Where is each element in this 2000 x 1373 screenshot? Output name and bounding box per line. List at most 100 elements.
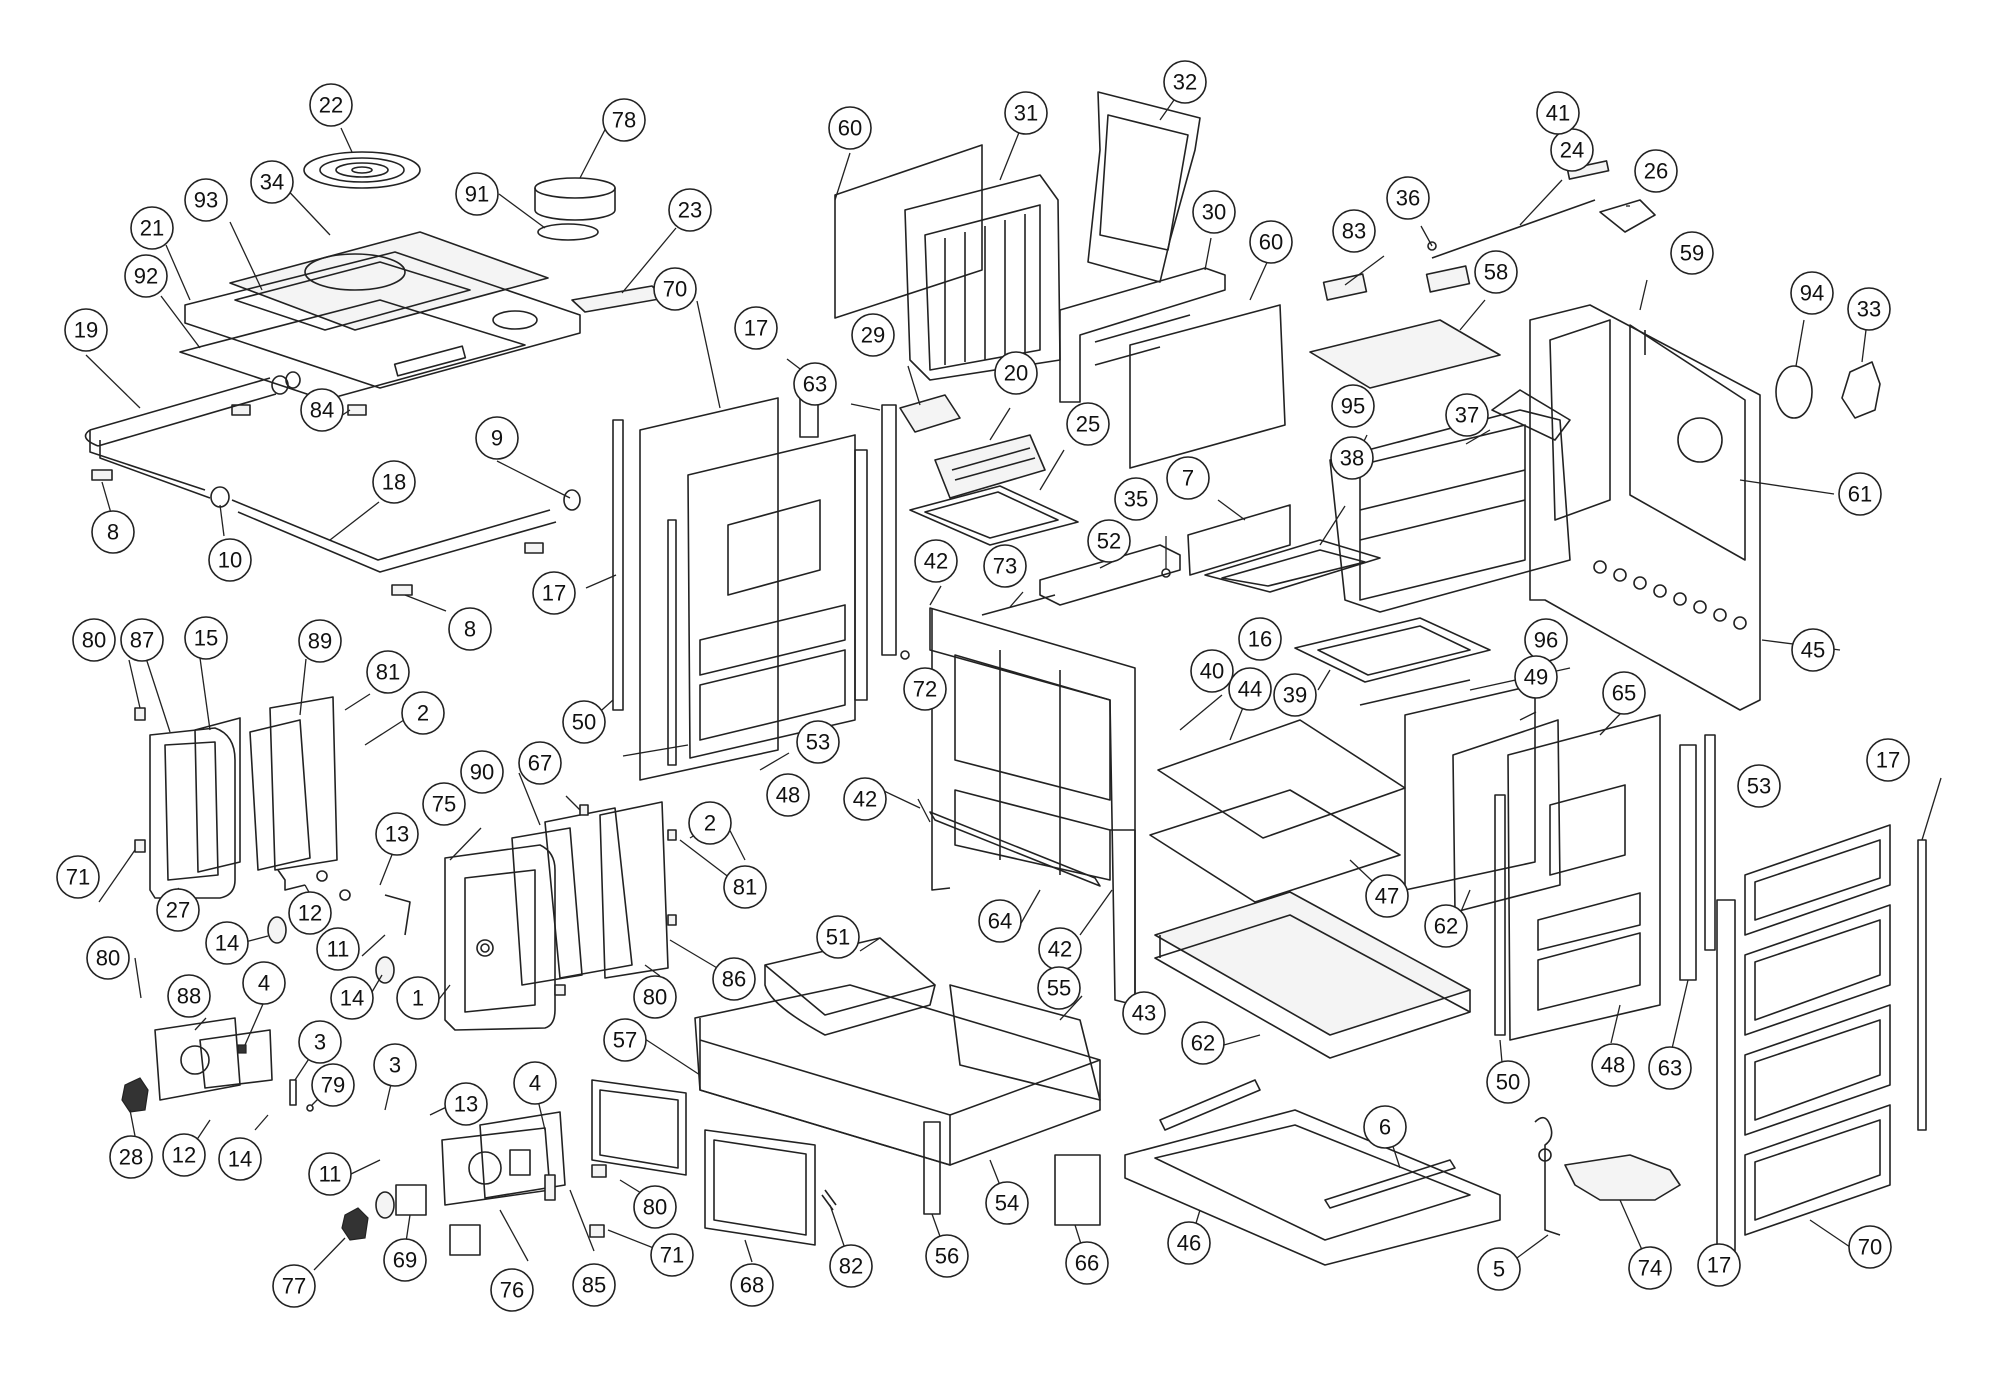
middle-shelf-part	[1149, 789, 1401, 903]
callout-96: 96	[1524, 618, 1568, 662]
callout-circle	[86, 936, 130, 980]
air-control-knob-part	[121, 1077, 149, 1113]
callout-circle	[1648, 1046, 1692, 1090]
callout-83: 83	[1332, 209, 1376, 253]
hob-frame-part	[184, 251, 581, 389]
callout-circle	[650, 1233, 694, 1277]
callout-circle	[272, 1264, 316, 1308]
callout-label: 5	[1493, 1257, 1505, 1282]
callout-circle	[1791, 628, 1835, 672]
callout-circle	[130, 206, 174, 250]
callout-label: 96	[1534, 628, 1558, 653]
callout-circle	[1628, 1246, 1672, 1290]
callout-66: 66	[1065, 1241, 1109, 1285]
callout-23: 23	[668, 188, 712, 232]
callout-label: 31	[1014, 101, 1038, 126]
callout-circle	[1330, 436, 1374, 480]
callout-circle	[316, 927, 360, 971]
callout-circle	[1386, 176, 1430, 220]
callout-11: 11	[308, 1152, 352, 1196]
callout-18: 18	[372, 460, 416, 504]
callout-label: 81	[733, 875, 757, 900]
oven-plate-cover-part	[1564, 1154, 1681, 1201]
callout-label: 81	[376, 660, 400, 685]
callout-label: 84	[310, 398, 334, 423]
callout-circle	[1331, 384, 1375, 428]
callout-circle	[730, 1263, 774, 1307]
callout-4: 4	[242, 961, 286, 1005]
callout-label: 85	[582, 1273, 606, 1298]
callout-28: 28	[109, 1135, 153, 1179]
callout-label: 23	[678, 198, 702, 223]
callout-label: 2	[704, 811, 716, 836]
callout-93: 93	[184, 178, 228, 222]
callout-label: 48	[776, 783, 800, 808]
callout-circle	[1790, 271, 1834, 315]
callout-circle	[1424, 904, 1468, 948]
door-glass-frame-part	[1294, 617, 1491, 683]
callout-label: 14	[215, 931, 239, 956]
lower-door-gasket-part	[479, 1111, 566, 1199]
callout-label: 17	[1876, 748, 1900, 773]
oven-box-part	[1329, 409, 1571, 613]
callout-circle	[816, 915, 860, 959]
callout-circle	[1866, 738, 1910, 782]
top-plate-part	[229, 231, 549, 331]
callout-label: 37	[1455, 403, 1479, 428]
callout-label: 44	[1238, 677, 1262, 702]
callout-circle	[72, 618, 116, 662]
callout-92: 92	[124, 254, 168, 298]
callout-47: 47	[1365, 874, 1409, 918]
callout-circle	[205, 921, 249, 965]
callout-label: 80	[643, 985, 667, 1010]
callout-circle	[1228, 667, 1272, 711]
callout-35: 35	[1114, 477, 1158, 521]
callout-79: 79	[311, 1063, 355, 1107]
lower-air-knob-part	[341, 1207, 369, 1241]
firebox-door-part	[149, 727, 236, 899]
callout-24: 24	[1550, 128, 1594, 172]
callout-label: 72	[913, 677, 937, 702]
callout-label: 93	[194, 188, 218, 213]
callout-circle	[668, 188, 712, 232]
callout-circle	[1249, 220, 1293, 264]
insulation-panel-part	[1404, 684, 1536, 891]
callout-circle	[1591, 1043, 1635, 1087]
callout-circle	[1332, 209, 1376, 253]
callout-label: 55	[1047, 976, 1071, 1001]
callout-15: 15	[184, 616, 228, 660]
callout-91: 91	[455, 172, 499, 216]
callout-81: 81	[723, 865, 767, 909]
callout-circle	[518, 741, 562, 785]
callout-circle	[383, 1238, 427, 1282]
callout-label: 53	[806, 730, 830, 755]
callout-65: 65	[1602, 671, 1646, 715]
callout-label: 19	[74, 318, 98, 343]
callout-circle	[91, 510, 135, 554]
callout-circle	[1847, 287, 1891, 331]
callout-label: 7	[1182, 466, 1194, 491]
callout-circle	[184, 178, 228, 222]
callout-circle	[366, 650, 410, 694]
callout-circle	[460, 750, 504, 794]
callout-label: 11	[327, 937, 350, 962]
callout-60: 60	[828, 106, 872, 150]
side-trim-panels-right	[1744, 824, 1891, 1236]
callout-42: 42	[914, 539, 958, 583]
parts-artwork	[84, 91, 1927, 1269]
callout-circle	[1192, 190, 1236, 234]
ash-pan-part	[909, 485, 1079, 546]
callout-86: 86	[712, 957, 756, 1001]
callout-circle	[829, 1244, 873, 1288]
drawer-body-part	[694, 984, 1101, 1166]
callout-14: 14	[218, 1137, 262, 1181]
callout-27: 27	[156, 888, 200, 932]
callout-circle	[978, 899, 1022, 943]
callout-2: 2	[688, 801, 732, 845]
callout-circle	[1838, 472, 1882, 516]
callout-label: 66	[1075, 1251, 1099, 1276]
callout-circle	[184, 616, 228, 660]
callout-label: 87	[130, 628, 154, 653]
callout-circle	[796, 720, 840, 764]
callout-71: 71	[650, 1233, 694, 1277]
